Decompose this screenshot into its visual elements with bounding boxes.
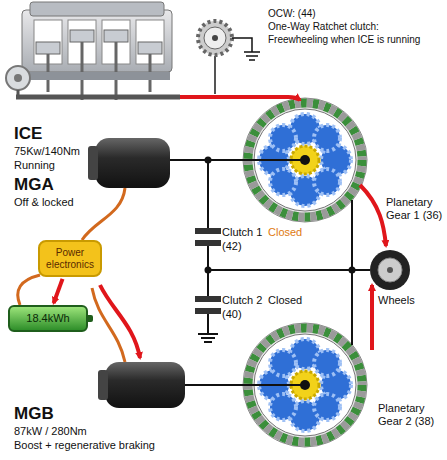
power-electronics-box: Power electronics <box>38 240 102 277</box>
callout-number: Planetary Gear 2 (38) <box>378 402 440 427</box>
node-text: 18.4kWh <box>26 312 69 325</box>
component-name: MGB <box>14 404 54 424</box>
state-text: Boost + regenerative braking <box>14 439 155 452</box>
state-text: Off & locked <box>14 196 74 209</box>
battery-pack: 18.4kWh <box>8 305 88 332</box>
callout-number: (40) <box>222 308 242 321</box>
battery-terminal <box>88 315 93 322</box>
node-text: Power electronics <box>40 247 100 270</box>
component-name: Clutch 2 <box>222 294 262 307</box>
spec-text: 75Kw/140Nm <box>14 145 80 158</box>
component-name: MGA <box>14 175 54 195</box>
note-text: Freewheeling when ICE is running <box>268 34 420 46</box>
note-text: OCW: (44) <box>268 8 316 20</box>
component-name: ICE <box>14 124 42 144</box>
spec-text: 87kW / 280Nm <box>14 425 87 438</box>
component-name: Wheels <box>378 294 415 307</box>
state-text: Closed <box>268 226 302 239</box>
state-text: Closed <box>268 294 302 307</box>
component-name: Clutch 1 <box>222 226 262 239</box>
callout-number: Planetary Gear 1 (36) <box>386 196 444 221</box>
state-text: Running <box>14 159 55 172</box>
callout-number: (42) <box>222 240 242 253</box>
power-flow-arrow <box>54 279 63 303</box>
note-text: One-Way Ratchet clutch: <box>268 21 379 33</box>
